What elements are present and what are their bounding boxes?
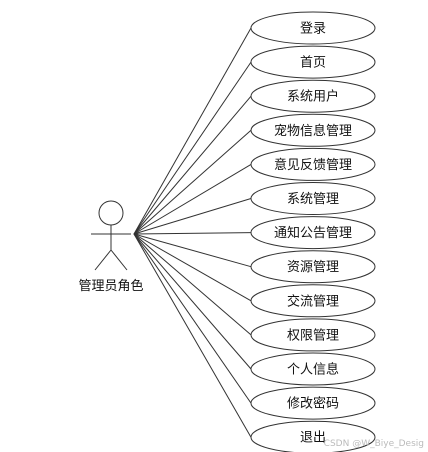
- use-case: 系统管理: [250, 182, 376, 215]
- association-line: [133, 233, 252, 404]
- use-case-label: 交流管理: [287, 293, 339, 309]
- use-case-ellipse: [250, 386, 376, 420]
- use-case-label: 意见反馈管理: [274, 157, 352, 173]
- use-case-ellipse: [250, 352, 376, 386]
- association-line: [133, 233, 252, 336]
- actor-left-leg: [94, 249, 112, 271]
- use-case-label: 退出: [300, 431, 326, 446]
- use-case: 资源管理: [250, 250, 376, 284]
- use-case-ellipse: [250, 45, 376, 79]
- actor-label: 管理员角色: [78, 278, 143, 294]
- actor-head-icon: [98, 200, 124, 226]
- use-case-ellipse: [250, 11, 376, 45]
- actor-right-leg: [110, 249, 128, 271]
- use-case-ellipse: [250, 113, 376, 147]
- use-case-ellipse: [250, 182, 376, 215]
- use-case-label: 通知公告管理: [274, 225, 352, 241]
- association-lines: [133, 27, 252, 438]
- use-case-label: 首页: [300, 56, 326, 71]
- use-case-label: 权限管理: [287, 327, 339, 343]
- use-case-list: 登录首页系统用户宠物信息管理意见反馈管理系统管理通知公告管理资源管理交流管理权限…: [250, 11, 376, 452]
- actor: 管理员角色: [78, 200, 144, 294]
- association-line: [133, 232, 252, 235]
- use-case: 退出: [250, 420, 376, 452]
- use-case-ellipse: [250, 284, 376, 318]
- use-case: 个人信息: [250, 352, 376, 386]
- use-case-label: 个人信息: [287, 362, 339, 378]
- use-case: 系统用户: [250, 79, 376, 113]
- association-line: [133, 95, 252, 235]
- association-line: [133, 233, 252, 302]
- use-case: 登录: [250, 11, 376, 45]
- association-line: [133, 163, 252, 235]
- association-line: [133, 27, 252, 235]
- use-case-ellipse: [250, 79, 376, 113]
- use-case-label: 系统用户: [287, 89, 339, 105]
- use-case: 首页: [250, 45, 376, 79]
- use-case-label: 修改密码: [287, 396, 339, 412]
- use-case-label: 系统管理: [287, 192, 339, 207]
- use-case: 修改密码: [250, 386, 376, 420]
- use-case: 通知公告管理: [250, 216, 376, 250]
- use-case-label: 宠物信息管理: [274, 123, 352, 139]
- association-line: [133, 233, 252, 268]
- association-line: [133, 129, 252, 235]
- use-case-label: 登录: [300, 22, 326, 37]
- use-case-ellipse: [250, 318, 376, 352]
- use-case-ellipse: [250, 250, 376, 284]
- use-case: 意见反馈管理: [250, 147, 376, 181]
- association-line: [133, 198, 252, 235]
- association-line: [133, 233, 252, 438]
- use-case: 宠物信息管理: [250, 113, 376, 147]
- use-case-label: 资源管理: [287, 260, 339, 275]
- use-case-ellipse: [250, 147, 376, 181]
- use-case-ellipse: [250, 420, 376, 452]
- use-case: 权限管理: [250, 318, 376, 352]
- watermark: CSDN @W_Biye_Desig: [324, 439, 424, 449]
- association-line: [133, 233, 252, 370]
- use-case-ellipse: [250, 216, 376, 250]
- association-line: [133, 61, 252, 235]
- use-case: 交流管理: [250, 284, 376, 318]
